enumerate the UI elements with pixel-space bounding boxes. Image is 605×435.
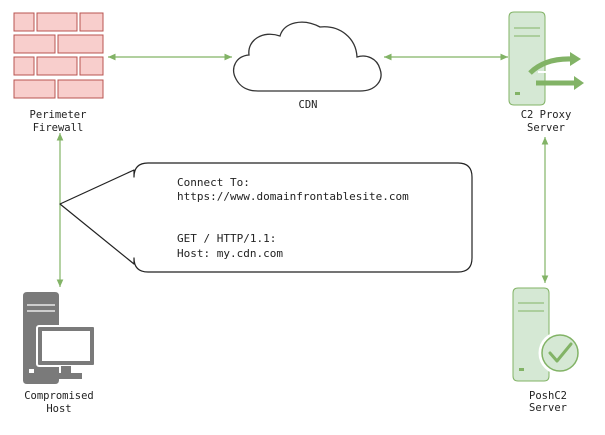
brick-firewall-icon — [13, 12, 104, 99]
poshc2-label-line1: PoshC2 — [529, 390, 567, 402]
cdn-label: CDN — [299, 99, 318, 111]
compromised-host-label-line1: Compromised — [24, 390, 94, 402]
request-callout — [59, 162, 473, 273]
c2-proxy-label-line1: C2 Proxy — [521, 109, 572, 121]
callout-host-header: Host: my.cdn.com — [177, 247, 283, 260]
workstation-icon — [23, 292, 96, 384]
firewall-label-line2: Firewall — [33, 122, 84, 134]
cloud-icon — [233, 21, 382, 92]
connectors — [56, 53, 549, 287]
callout-connect-to: Connect To: — [177, 176, 250, 189]
compromised-host-label-line2: Host — [46, 403, 71, 415]
firewall-label-line1: Perimeter — [30, 109, 87, 121]
server-with-arrows-icon — [508, 11, 584, 106]
callout-domain-url: https://www.domainfrontablesite.com — [177, 190, 409, 203]
server-with-check-icon — [512, 287, 582, 382]
callout-http-request-line: GET / HTTP/1.1: — [177, 232, 276, 245]
poshc2-label-line2: Server — [529, 402, 567, 414]
c2-proxy-label-line2: Server — [527, 122, 565, 134]
